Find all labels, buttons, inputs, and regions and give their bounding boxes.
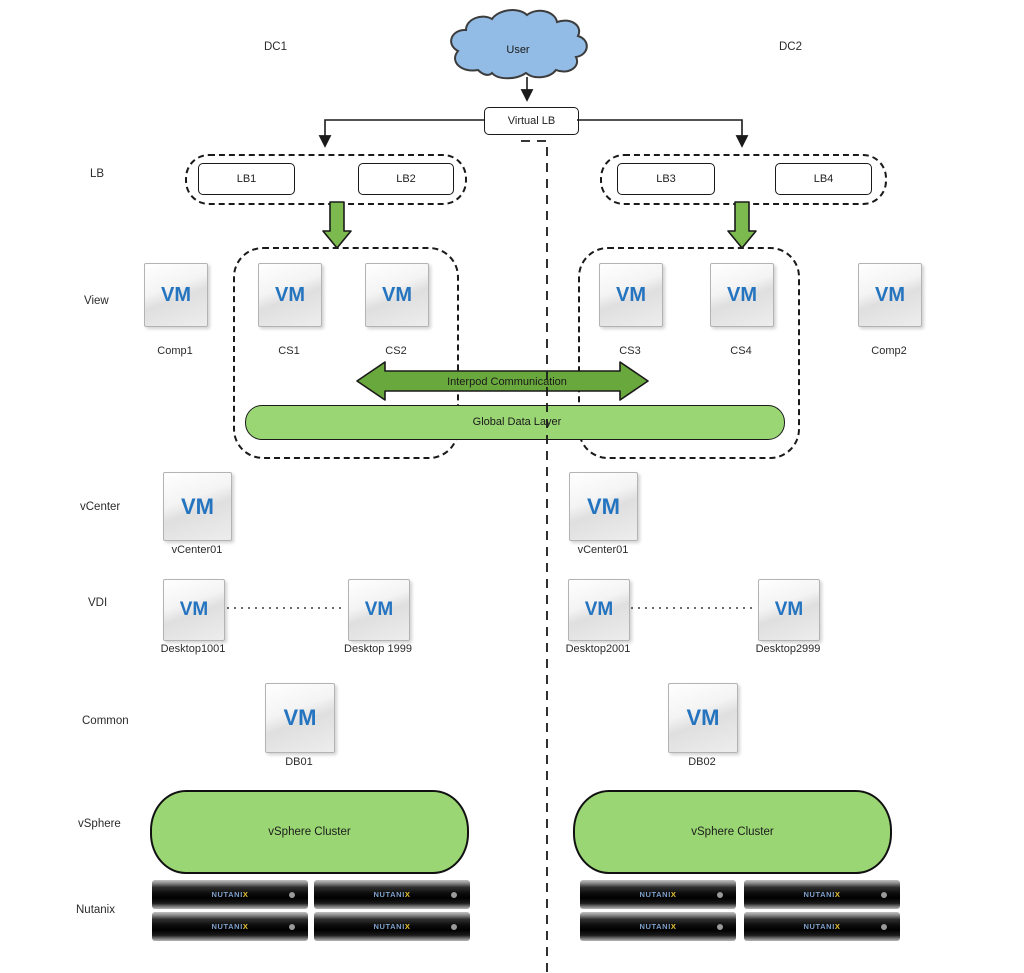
nutanix-server-icon: NUTANIX bbox=[152, 880, 308, 909]
vm-icon-db01: VM bbox=[265, 683, 335, 753]
led-icon bbox=[289, 923, 295, 930]
desktop1001-label: Desktop1001 bbox=[160, 643, 226, 655]
cs3-label: CS3 bbox=[619, 345, 641, 357]
nutanix-server-icon: NUTANIX bbox=[152, 912, 308, 941]
vm-icon-cs2: VM bbox=[365, 263, 429, 327]
vsphere-cluster-dc2: vSphere Cluster bbox=[573, 790, 892, 874]
db02-label: DB02 bbox=[688, 756, 716, 768]
user-cloud-label: User bbox=[506, 44, 530, 56]
nutanix-logo: NUTANIX bbox=[211, 889, 249, 899]
vcenter01-dc2-label: vCenter01 bbox=[577, 544, 629, 556]
led-icon bbox=[289, 891, 295, 898]
nutanix-server-icon: NUTANIX bbox=[580, 912, 736, 941]
nutanix-logo: NUTANIX bbox=[211, 921, 249, 931]
row-label-vcenter: vCenter bbox=[80, 501, 121, 513]
dc-separator-line bbox=[521, 140, 548, 973]
lb2-box: LB2 bbox=[358, 163, 454, 195]
nutanix-logo: NUTANIX bbox=[803, 921, 841, 931]
desktop1999-label: Desktop 1999 bbox=[344, 643, 412, 655]
nutanix-logo: NUTANIX bbox=[803, 889, 841, 899]
nutanix-server-icon: NUTANIX bbox=[744, 912, 900, 941]
lb4-box: LB4 bbox=[775, 163, 872, 195]
db01-label: DB01 bbox=[285, 756, 313, 768]
view-pod-dc2 bbox=[578, 247, 800, 459]
row-label-vsphere: vSphere bbox=[78, 818, 121, 830]
down-arrow-icon bbox=[322, 201, 352, 249]
desktop2001-label: Desktop2001 bbox=[565, 643, 631, 655]
vm-icon-vcenter01-dc1: VM bbox=[163, 472, 232, 541]
led-icon bbox=[451, 891, 457, 898]
row-label-nutanix: Nutanix bbox=[76, 904, 115, 916]
nutanix-server-icon: NUTANIX bbox=[580, 880, 736, 909]
global-data-layer-bar bbox=[245, 405, 785, 440]
desktop2999-label: Desktop2999 bbox=[755, 643, 821, 655]
vsphere-cluster-dc1: vSphere Cluster bbox=[150, 790, 469, 874]
vm-icon-cs1: VM bbox=[258, 263, 322, 327]
interpod-arrow-label: Interpod Communication bbox=[447, 376, 567, 388]
vm-icon-cs3: VM bbox=[599, 263, 663, 327]
row-label-view: View bbox=[84, 295, 109, 307]
comp1-label: Comp1 bbox=[157, 345, 193, 357]
led-icon bbox=[881, 923, 887, 930]
vm-icon-desktop2999: VM bbox=[758, 579, 820, 641]
lb1-box: LB1 bbox=[198, 163, 295, 195]
cs2-label: CS2 bbox=[385, 345, 407, 357]
cs1-label: CS1 bbox=[278, 345, 300, 357]
vm-icon-db02: VM bbox=[668, 683, 738, 753]
down-arrow-icon bbox=[727, 201, 757, 249]
nutanix-logo: NUTANIX bbox=[373, 921, 411, 931]
nutanix-server-icon: NUTANIX bbox=[744, 880, 900, 909]
nutanix-logo: NUTANIX bbox=[639, 889, 677, 899]
vm-icon-desktop1999: VM bbox=[348, 579, 410, 641]
dc2-label: DC2 bbox=[779, 41, 803, 53]
virtual-lb-box: Virtual LB bbox=[484, 107, 579, 135]
vm-icon-desktop1001: VM bbox=[163, 579, 225, 641]
user-cloud-icon bbox=[450, 9, 588, 80]
nutanix-logo: NUTANIX bbox=[639, 921, 677, 931]
vm-icon-desktop2001: VM bbox=[568, 579, 630, 641]
cs4-label: CS4 bbox=[730, 345, 752, 357]
vm-icon-cs4: VM bbox=[710, 263, 774, 327]
led-icon bbox=[451, 923, 457, 930]
vm-icon-comp2: VM bbox=[858, 263, 922, 327]
vcenter01-dc1-label: vCenter01 bbox=[171, 544, 223, 556]
vm-icon-comp1: VM bbox=[144, 263, 208, 327]
dc1-label: DC1 bbox=[264, 41, 288, 53]
nutanix-server-icon: NUTANIX bbox=[314, 880, 470, 909]
lb3-box: LB3 bbox=[617, 163, 715, 195]
row-label-vdi: VDI bbox=[88, 597, 108, 609]
row-label-lb: LB bbox=[90, 168, 105, 180]
nutanix-server-icon: NUTANIX bbox=[314, 912, 470, 941]
vm-icon-vcenter01-dc2: VM bbox=[569, 472, 638, 541]
led-icon bbox=[881, 891, 887, 898]
comp2-label: Comp2 bbox=[871, 345, 907, 357]
led-icon bbox=[717, 891, 723, 898]
row-label-common: Common bbox=[82, 715, 129, 727]
led-icon bbox=[717, 923, 723, 930]
nutanix-logo: NUTANIX bbox=[373, 889, 411, 899]
